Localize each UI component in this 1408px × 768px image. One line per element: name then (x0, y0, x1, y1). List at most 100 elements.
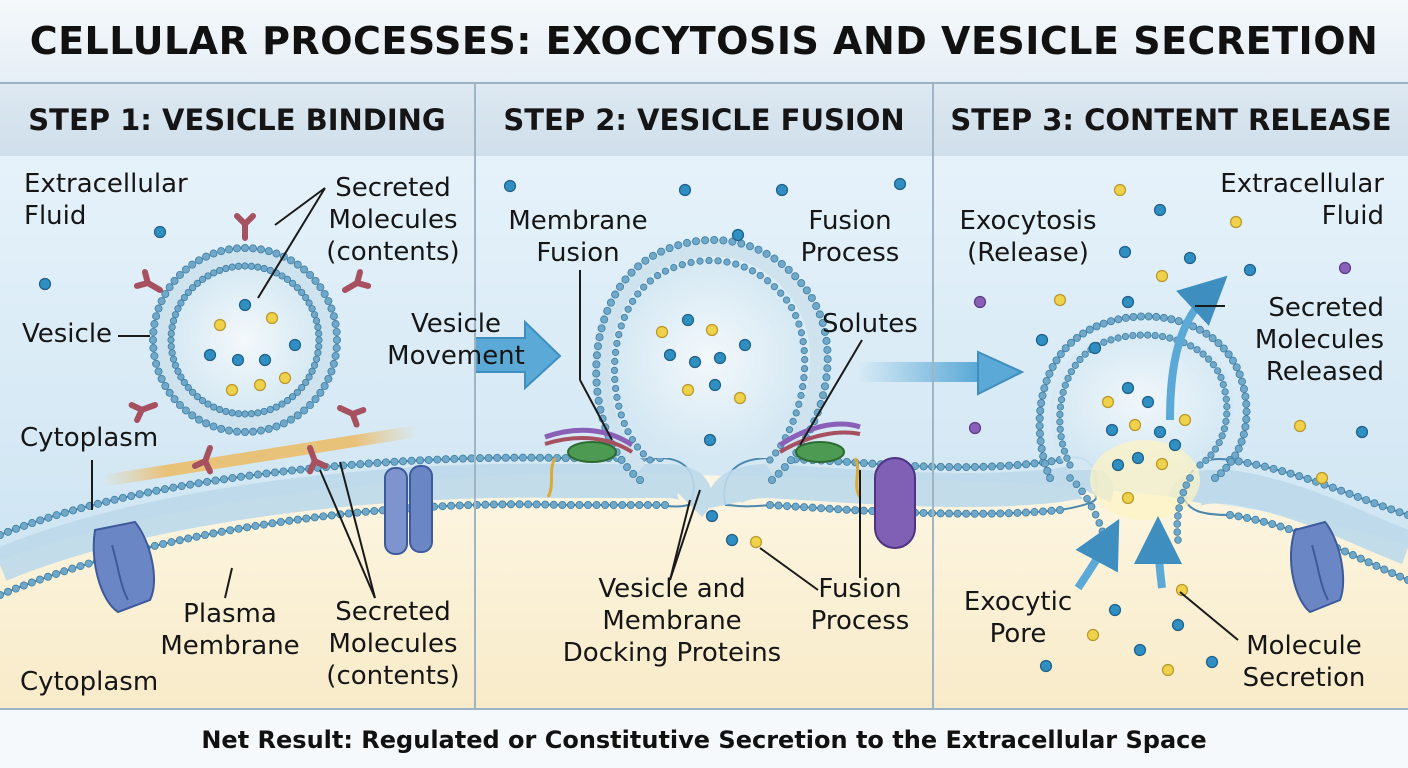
molecule-blue (1131, 451, 1145, 465)
molecule-yellow (1086, 628, 1100, 642)
molecule-blue (1153, 203, 1167, 217)
vesicle-step1 (128, 213, 372, 475)
molecule-yellow (1315, 471, 1329, 485)
molecule-blue (663, 348, 677, 362)
molecule-yellow (705, 323, 719, 337)
molecule-blue (1118, 245, 1132, 259)
molecule-blue (1141, 395, 1155, 409)
purple-protein (874, 457, 916, 549)
molecule-blue (705, 509, 719, 523)
molecule-yellow (265, 311, 279, 325)
label-secreted-molecules-top: Secreted Molecules (contents) (326, 173, 460, 267)
molecule-blue (1355, 425, 1369, 439)
molecule-yellow (1293, 419, 1307, 433)
step-transition-arrow (858, 350, 1025, 396)
molecule-yellow (1161, 663, 1175, 677)
docking-proteins-left (544, 427, 634, 498)
net-result-footer: Net Result: Regulated or Constitutive Se… (0, 708, 1408, 768)
molecule-blue (203, 348, 217, 362)
label-exocytic-pore: Exocytic Pore (963, 587, 1073, 649)
molecule-blue (1153, 425, 1167, 439)
label-exocytosis-release: Exocytosis (Release) (959, 206, 1097, 268)
molecule-blue (288, 338, 302, 352)
docking-proteins-right (778, 421, 862, 498)
label-fusion-process-top: Fusion Process (800, 206, 900, 268)
molecule-blue (1108, 603, 1122, 617)
receptor (234, 213, 256, 241)
molecule-blue (1035, 333, 1049, 347)
molecule-blue (1133, 643, 1147, 657)
vesicle-step3-open (1035, 312, 1251, 544)
molecule-yellow (1053, 293, 1067, 307)
label-vesicle: Vesicle (22, 319, 113, 349)
molecule-purple (973, 295, 987, 309)
molecule-blue (1243, 263, 1257, 277)
molecule-blue (1171, 618, 1185, 632)
label-extracellular-fluid-step3: Extracellular Fluid (1220, 169, 1384, 231)
receptor (133, 269, 163, 293)
molecule-blue (678, 183, 692, 197)
step1-heading: STEP 1: VESICLE BINDING (0, 84, 474, 156)
molecule-yellow (733, 391, 747, 405)
leader-lines (91, 187, 1239, 641)
molecule-yellow (749, 535, 763, 549)
molecule-blue (681, 313, 695, 327)
membrane-channel-mid (384, 465, 433, 555)
molecule-yellow (1101, 395, 1115, 409)
label-molecule-secretion: Molecule Secretion (1242, 631, 1366, 693)
label-membrane-fusion: Membrane Fusion (508, 206, 648, 268)
molecule-yellow (1178, 413, 1192, 427)
membrane-channel-right (1289, 520, 1345, 614)
molecule-yellow (1113, 183, 1127, 197)
molecule-yellow (681, 383, 695, 397)
molecule-yellow (253, 378, 267, 392)
molecule-blue (708, 378, 722, 392)
label-secreted-molecules-bottom: Secreted Molecules (contents) (326, 597, 460, 691)
step-divider-1 (474, 84, 476, 708)
molecule-yellow (213, 318, 227, 332)
cytoplasm-background (0, 473, 1408, 708)
molecule-blue (893, 177, 907, 191)
diagram-canvas (0, 156, 1408, 708)
step2-heading: STEP 2: VESICLE FUSION (476, 84, 932, 156)
release-arrow (1166, 275, 1228, 421)
label-plasma-membrane: Plasma Membrane (160, 599, 300, 661)
molecule-yellow (278, 371, 292, 385)
molecule-blue (703, 433, 717, 447)
receptor (128, 402, 158, 424)
molecule-blue (688, 355, 702, 369)
molecule-blue (1105, 423, 1119, 437)
molecule-purple (968, 421, 982, 435)
molecule-yellow (225, 383, 239, 397)
molecule-blue (231, 353, 245, 367)
membrane-lipid-heads (0, 453, 1408, 599)
molecule-blue (775, 183, 789, 197)
molecule-blue (738, 338, 752, 352)
label-solutes: Solutes (822, 309, 918, 339)
molecule-blue (1088, 341, 1102, 355)
molecule-yellow (1155, 269, 1169, 283)
label-fusion-process-bottom: Fusion Process (810, 574, 910, 636)
molecule-blue (731, 228, 745, 242)
molecule-blue (38, 277, 52, 291)
molecule-blue (153, 225, 167, 239)
label-vesicle-movement: Vesicle Movement (387, 309, 525, 371)
molecule-blue (1111, 458, 1125, 472)
vesicle-movement-arrow (474, 319, 562, 391)
receptor (191, 445, 213, 475)
cytoskeleton-filament (101, 425, 419, 487)
molecule-blue (238, 298, 252, 312)
label-cytoplasm-mid: Cytoplasm (20, 423, 159, 453)
molecule-blue (713, 351, 727, 365)
molecule-blue (1121, 295, 1135, 309)
label-docking-proteins: Vesicle and Membrane Docking Proteins (562, 574, 782, 668)
receptor (342, 269, 372, 293)
receptor (337, 405, 367, 428)
pore-arrow-right (1134, 516, 1183, 589)
page-title: CELLULAR PROCESSES: EXOCYTOSIS AND VESIC… (0, 0, 1408, 84)
step3-heading: STEP 3: CONTENT RELEASE (934, 84, 1408, 156)
molecule-yellow (1175, 583, 1189, 597)
molecule-purple (1338, 261, 1352, 275)
label-secreted-molecules-released: Secreted Molecules Released (1254, 293, 1384, 387)
